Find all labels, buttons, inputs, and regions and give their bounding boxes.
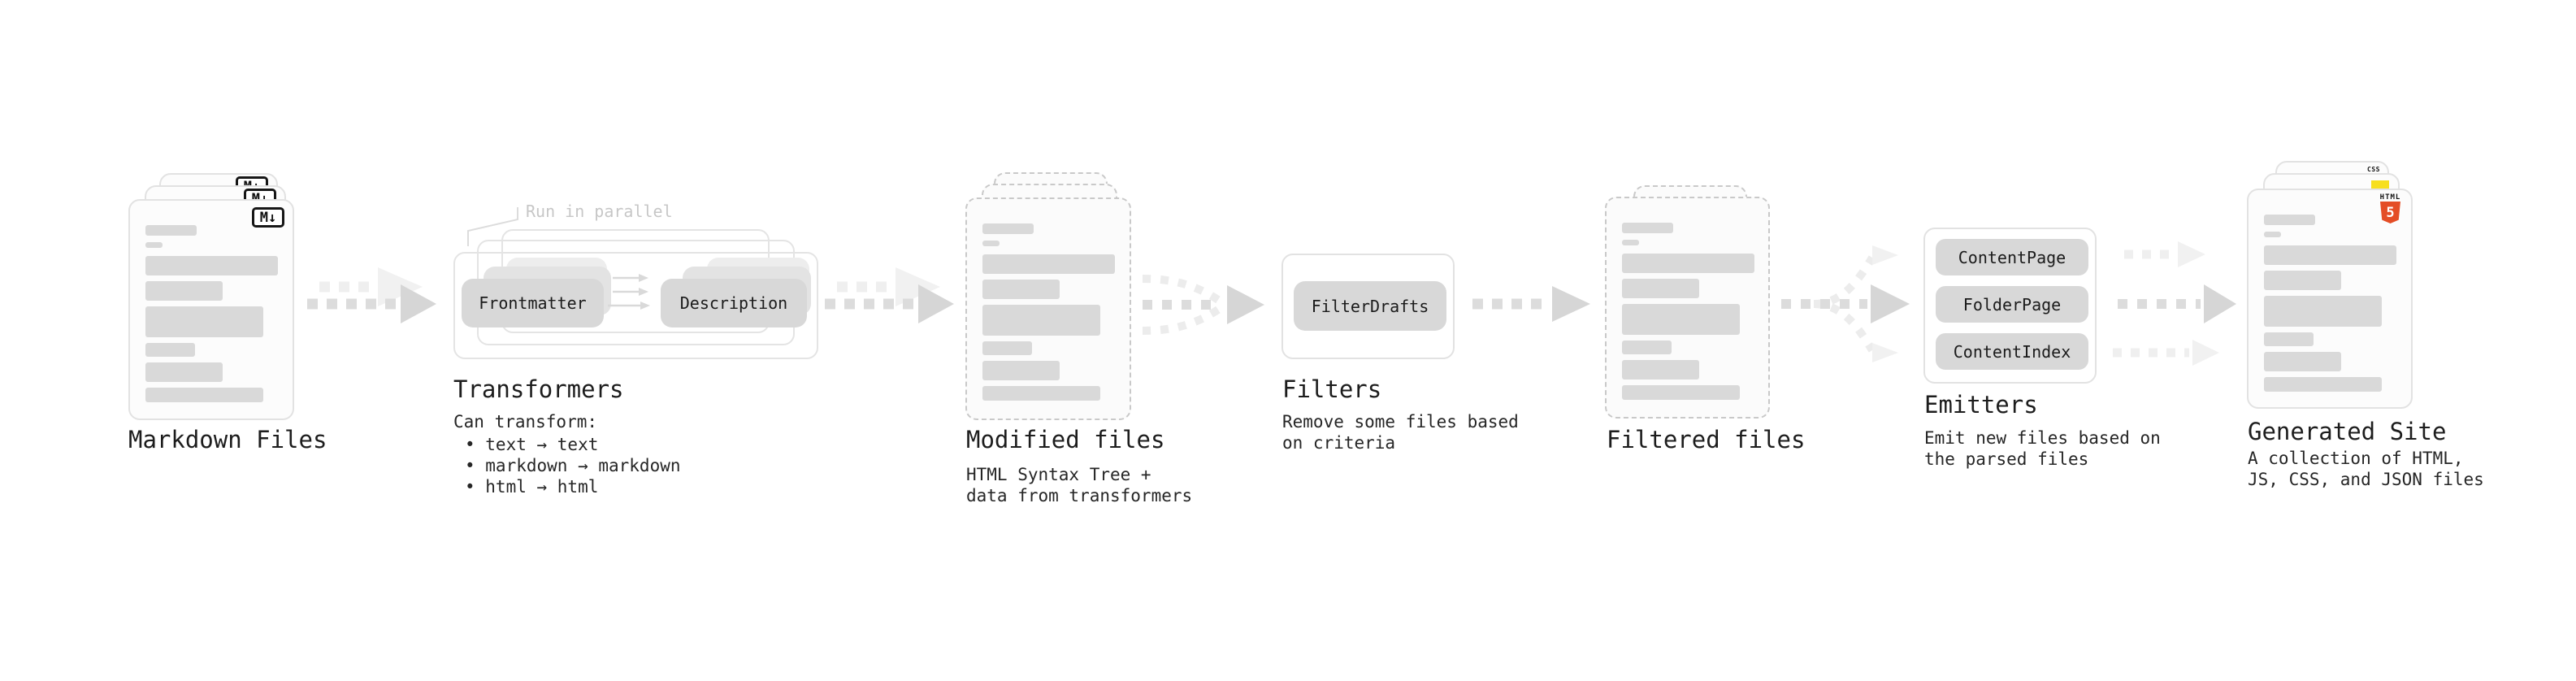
run-in-parallel-note: Run in parallel bbox=[526, 202, 673, 221]
file-content-bars bbox=[1607, 198, 1784, 400]
transformers-bullet: • markdown → markdown bbox=[465, 456, 681, 475]
emitter-contentpage-pill: ContentPage bbox=[1936, 239, 2088, 275]
css-icon-label: CSS bbox=[2367, 166, 2380, 173]
modified-desc-line: HTML Syntax Tree + bbox=[966, 465, 1151, 484]
stage-label-filtered-files: Filtered files bbox=[1607, 426, 1806, 453]
note-connector-line bbox=[467, 207, 518, 246]
markdown-icon: M↓ bbox=[252, 207, 284, 228]
transformers-box bbox=[453, 252, 818, 359]
file-card-front: M↓ bbox=[128, 199, 294, 420]
parallel-arrows-icon bbox=[608, 274, 650, 310]
transformers-desc-title: Can transform: bbox=[453, 412, 598, 432]
js-icon bbox=[2371, 180, 2389, 189]
stage-label-filters: Filters bbox=[1282, 375, 1382, 403]
modified-desc-line: data from transformers bbox=[966, 486, 1193, 505]
emitters-desc-line: Emit new files based on bbox=[1924, 428, 2161, 448]
transformers-bullet: • html → html bbox=[465, 477, 599, 497]
flow-arrow bbox=[825, 267, 954, 323]
filters-desc-line: on criteria bbox=[1282, 433, 1396, 453]
filter-drafts-pill: FilterDrafts bbox=[1294, 281, 1446, 331]
emitter-folderpage-pill: FolderPage bbox=[1936, 286, 2088, 323]
stage-label-generated-site: Generated Site bbox=[2248, 418, 2447, 445]
transformer-description-pill: Description bbox=[661, 279, 807, 327]
file-content-bars bbox=[967, 199, 1145, 401]
merge-arrow bbox=[1142, 275, 1264, 335]
generated-desc-line: A collection of HTML, bbox=[2248, 449, 2464, 468]
emitters-box: ContentPage FolderPage ContentIndex bbox=[1923, 228, 2097, 384]
triple-arrow bbox=[2113, 241, 2236, 366]
html5-shield: 5 bbox=[2380, 202, 2400, 223]
flow-arrow bbox=[1472, 286, 1590, 322]
emitters-desc-line: the parsed files bbox=[1924, 449, 2089, 469]
stage-label-transformers: Transformers bbox=[453, 375, 624, 403]
stage-label-emitters: Emitters bbox=[1924, 391, 2038, 419]
flow-arrow bbox=[307, 267, 436, 323]
stage-label-modified-files: Modified files bbox=[966, 426, 1165, 453]
file-content-bars bbox=[130, 201, 308, 402]
split-arrow bbox=[1781, 245, 1910, 362]
html5-icon: HTML 5 bbox=[2379, 193, 2401, 223]
transformer-frontmatter-pill: Frontmatter bbox=[462, 279, 604, 327]
file-card-front bbox=[965, 197, 1131, 420]
generated-desc-line: JS, CSS, and JSON files bbox=[2248, 470, 2484, 489]
stage-label-markdown-files: Markdown Files bbox=[128, 426, 327, 453]
file-content-bars bbox=[2249, 190, 2426, 392]
emitter-contentindex-pill: ContentIndex bbox=[1936, 333, 2088, 370]
html5-icon-label: HTML bbox=[2379, 193, 2401, 202]
filters-box: FilterDrafts bbox=[1281, 254, 1455, 359]
file-card-front bbox=[1605, 197, 1770, 419]
file-card-front: HTML 5 bbox=[2247, 189, 2413, 409]
transformers-bullet: • text → text bbox=[465, 435, 599, 454]
filters-desc-line: Remove some files based bbox=[1282, 412, 1519, 432]
